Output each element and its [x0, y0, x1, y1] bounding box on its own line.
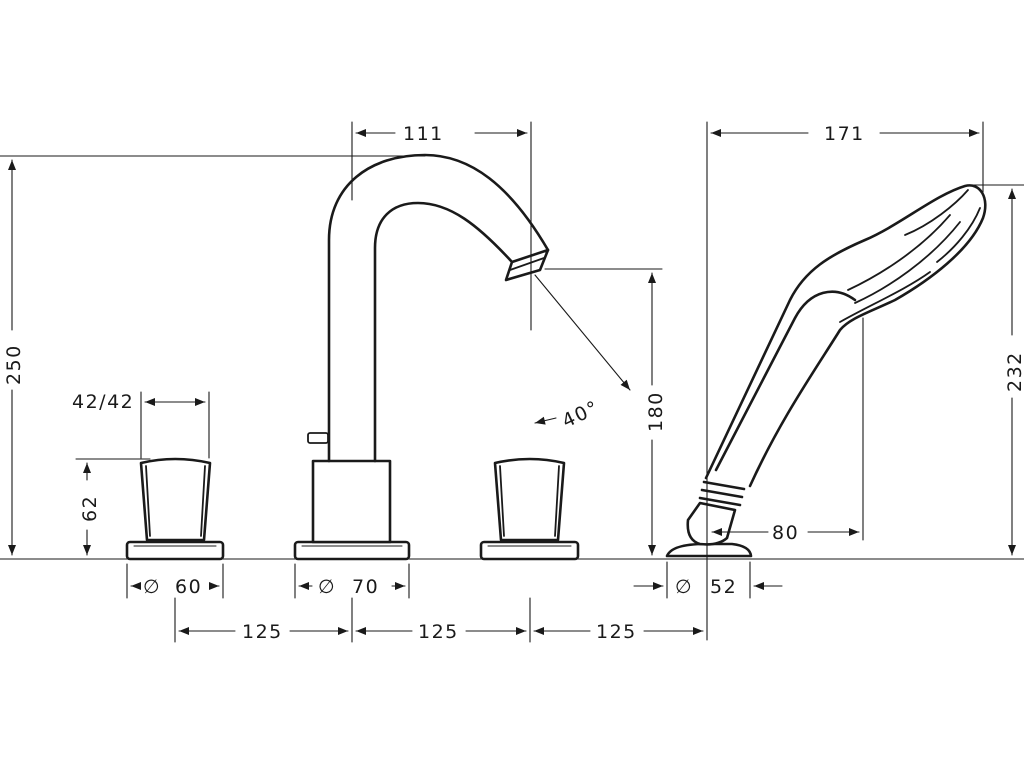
spout [293, 153, 550, 561]
left-handle [125, 457, 225, 561]
dim-125-second: 125 [418, 621, 459, 643]
left-handle-body [139, 457, 212, 542]
dim-171: 171 [824, 123, 865, 145]
right-handle-body [493, 457, 566, 542]
dim-125-first: 125 [242, 621, 283, 643]
shower-handle [704, 184, 987, 488]
popup-lever [307, 432, 329, 444]
dim-diameter-symbol-left: ∅ [143, 576, 161, 598]
dim-111: 111 [403, 123, 444, 145]
spout-body [311, 459, 392, 544]
hand-shower [665, 184, 987, 558]
dim-60: 60 [175, 576, 202, 598]
dim-diameter-symbol-shower: ∅ [675, 576, 693, 598]
dim-180: 180 [645, 391, 667, 432]
right-handle [479, 457, 580, 561]
spout-base [293, 540, 411, 561]
right-handle-base [479, 540, 580, 561]
spout-neck [327, 153, 550, 463]
dim-70: 70 [352, 576, 379, 598]
shower-base [665, 542, 753, 558]
dim-250: 250 [3, 344, 25, 385]
dim-40-deg: 40° [559, 396, 603, 432]
left-handle-base [125, 540, 225, 561]
dim-80: 80 [772, 522, 799, 544]
dim-62: 62 [79, 495, 101, 522]
dim-52: 52 [710, 576, 737, 598]
dim-232: 232 [1004, 351, 1024, 392]
dim-42-42: 42/42 [72, 391, 134, 413]
spout-tip [504, 248, 550, 282]
dim-125-third: 125 [596, 621, 637, 643]
dim-diameter-symbol-center: ∅ [318, 576, 336, 598]
